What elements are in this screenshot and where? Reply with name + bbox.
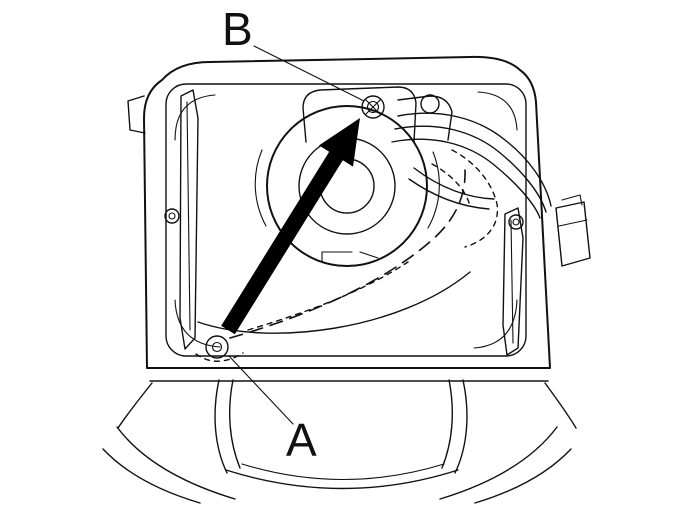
leader-line-a [228, 355, 294, 425]
motion-path-dashed-outer [229, 169, 466, 339]
pivot-point-a [195, 335, 244, 362]
panel-corner-accent-bottom-left [174, 299, 221, 348]
leader-line-b [253, 45, 365, 102]
hidden-wire-dashed-1 [451, 149, 499, 248]
callouts: B A [222, 3, 365, 466]
pivot-hole-outer [205, 335, 229, 359]
hub-contour-arc-left [254, 149, 267, 227]
callout-label-a: A [286, 414, 317, 466]
harness-outlet [397, 95, 453, 141]
hidden-wire-dashed-2 [431, 163, 471, 207]
housing-left-tab [127, 95, 146, 134]
hub-detail-tick [359, 251, 379, 259]
connector [555, 194, 591, 267]
direction-arrow [221, 118, 360, 335]
left-trim-strip [179, 89, 199, 350]
screw-b [361, 95, 385, 119]
harness-branch-1 [413, 167, 495, 200]
rim-left-arc-2 [102, 448, 201, 504]
column-left-outer [214, 379, 228, 474]
panel-corner-accent-bottom-right [473, 299, 518, 349]
left-trim-strip-inner-line [186, 101, 191, 331]
flare-right [544, 382, 577, 429]
column-right-inner [441, 379, 453, 469]
column-right-outer [454, 379, 468, 474]
harness-wire-1 [397, 112, 552, 207]
flare-left [117, 382, 153, 429]
hub-outer-circle [266, 105, 428, 267]
right-trim-strip [502, 207, 524, 356]
hole-left [164, 208, 180, 224]
housing-outline [143, 55, 551, 369]
panel-corner-accent-top-right [477, 91, 518, 131]
hole-top-right [420, 94, 440, 114]
hub-top-boss [302, 86, 417, 143]
inner-panel-outline [165, 83, 527, 357]
connector-mid-line [558, 219, 588, 227]
rim-left-arc-1 [116, 426, 236, 500]
wire-harness [391, 112, 552, 248]
hole-left-inner [168, 212, 176, 220]
panel-corner-accent-top-left [174, 94, 216, 141]
screw-b-inner [366, 100, 380, 114]
hub-detail-bracket [321, 251, 353, 263]
right-trim-strip-inner-line [510, 219, 514, 344]
rim-center-arc-outer [225, 469, 459, 490]
direction-arrow-shape [221, 118, 360, 335]
hole-right [508, 214, 524, 230]
hub-contour-arc-right [427, 151, 440, 229]
motion-path-dashed-inner [247, 261, 409, 331]
column-left-inner [229, 379, 241, 469]
rim-center-arc-inner [241, 463, 445, 480]
steering-wheel-lower [102, 379, 577, 504]
harness-wire-2 [394, 125, 547, 213]
screw-b-cross-2 [365, 99, 381, 115]
pivot-hole-inner [211, 341, 223, 353]
connector-body [555, 201, 591, 267]
hole-right-inner [512, 218, 520, 226]
callout-label-b: B [222, 3, 253, 55]
rim-right-arc-2 [474, 448, 572, 504]
screw-b-outer [361, 95, 385, 119]
inner-panel [165, 83, 527, 357]
rim-right-arc-1 [439, 426, 558, 500]
harness-branch-2 [408, 178, 490, 210]
housing [127, 55, 551, 382]
connector-latch [561, 194, 583, 206]
harness-wire-3 [391, 138, 541, 219]
pivot-dashed-arc [195, 352, 244, 362]
